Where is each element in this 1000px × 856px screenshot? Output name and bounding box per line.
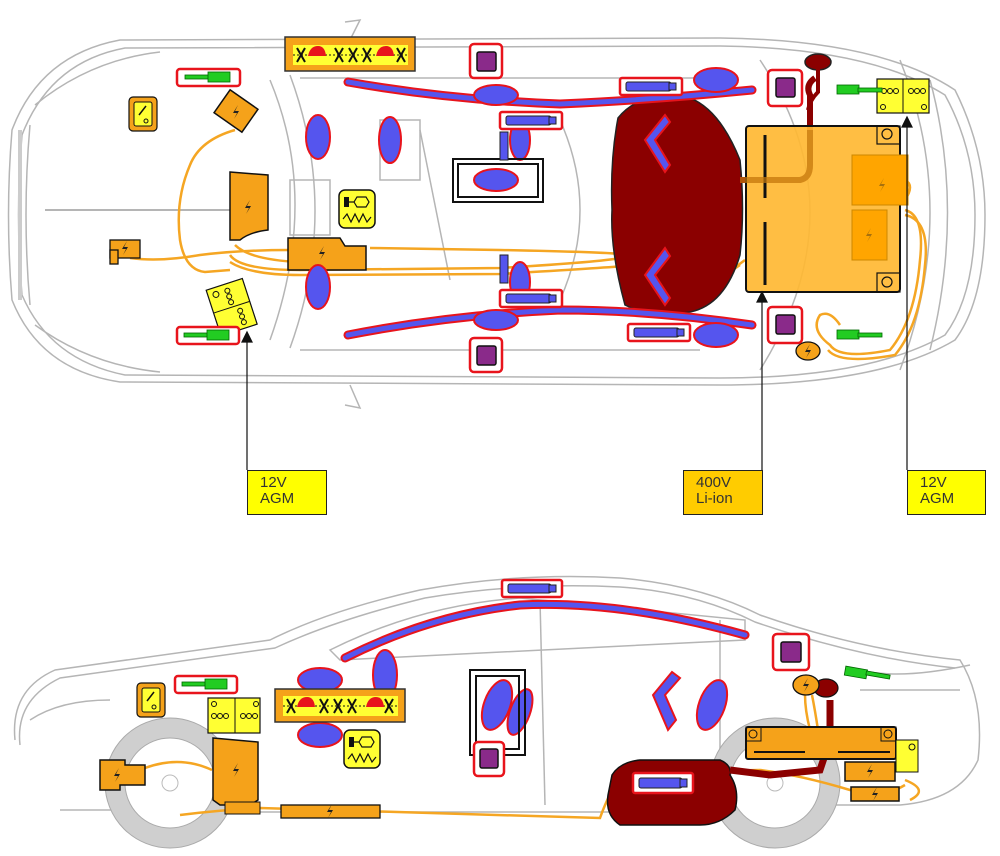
- hv-components-top: [109, 88, 821, 361]
- control-units-top: [468, 42, 804, 374]
- inflators-side: [500, 578, 695, 795]
- control-units-side: [472, 632, 811, 778]
- side-view: [13, 575, 981, 849]
- label-hv-battery-line2: Li-ion: [696, 490, 733, 507]
- battery-12v-front-top: [205, 277, 258, 337]
- battery-12v-front-side: [207, 697, 261, 734]
- gas-struts-top: [175, 67, 883, 346]
- label-hv-battery-400v: 400V Li-ion: [683, 470, 763, 515]
- airbags-top: [305, 67, 739, 348]
- cut-warning-strip-top: [284, 36, 416, 72]
- label-front-12v-line1: 12V: [260, 474, 287, 491]
- label-front-12v-agm: 12V AGM: [247, 470, 327, 515]
- pointer-arrows-top: [241, 115, 913, 470]
- gas-struts-side: [173, 665, 891, 695]
- seatbelt-pretensioner-top: [338, 189, 376, 229]
- hv-components-side: [99, 674, 820, 819]
- curtain-airbag-side: [340, 599, 750, 663]
- label-front-12v-line2: AGM: [260, 490, 295, 507]
- label-hv-battery-line1: 400V: [696, 474, 732, 491]
- hv-battery-side: [745, 726, 919, 802]
- airbags-side: [297, 649, 729, 748]
- battery-12v-rear-top: [876, 78, 930, 114]
- hv-battery-top: [740, 125, 909, 293]
- label-rear-12v-line1: 12V: [920, 474, 947, 491]
- label-rear-12v-line2: AGM: [920, 490, 955, 507]
- seatbelt-pretensioner-side: [343, 729, 381, 769]
- curtain-airbags-top: [343, 77, 757, 340]
- center-airbag-frame-top: [452, 158, 544, 203]
- label-rear-12v-agm: 12V AGM: [907, 470, 986, 515]
- cut-warning-strip-side: [274, 688, 406, 723]
- inflators-top: [498, 76, 692, 343]
- top-view: [7, 19, 986, 470]
